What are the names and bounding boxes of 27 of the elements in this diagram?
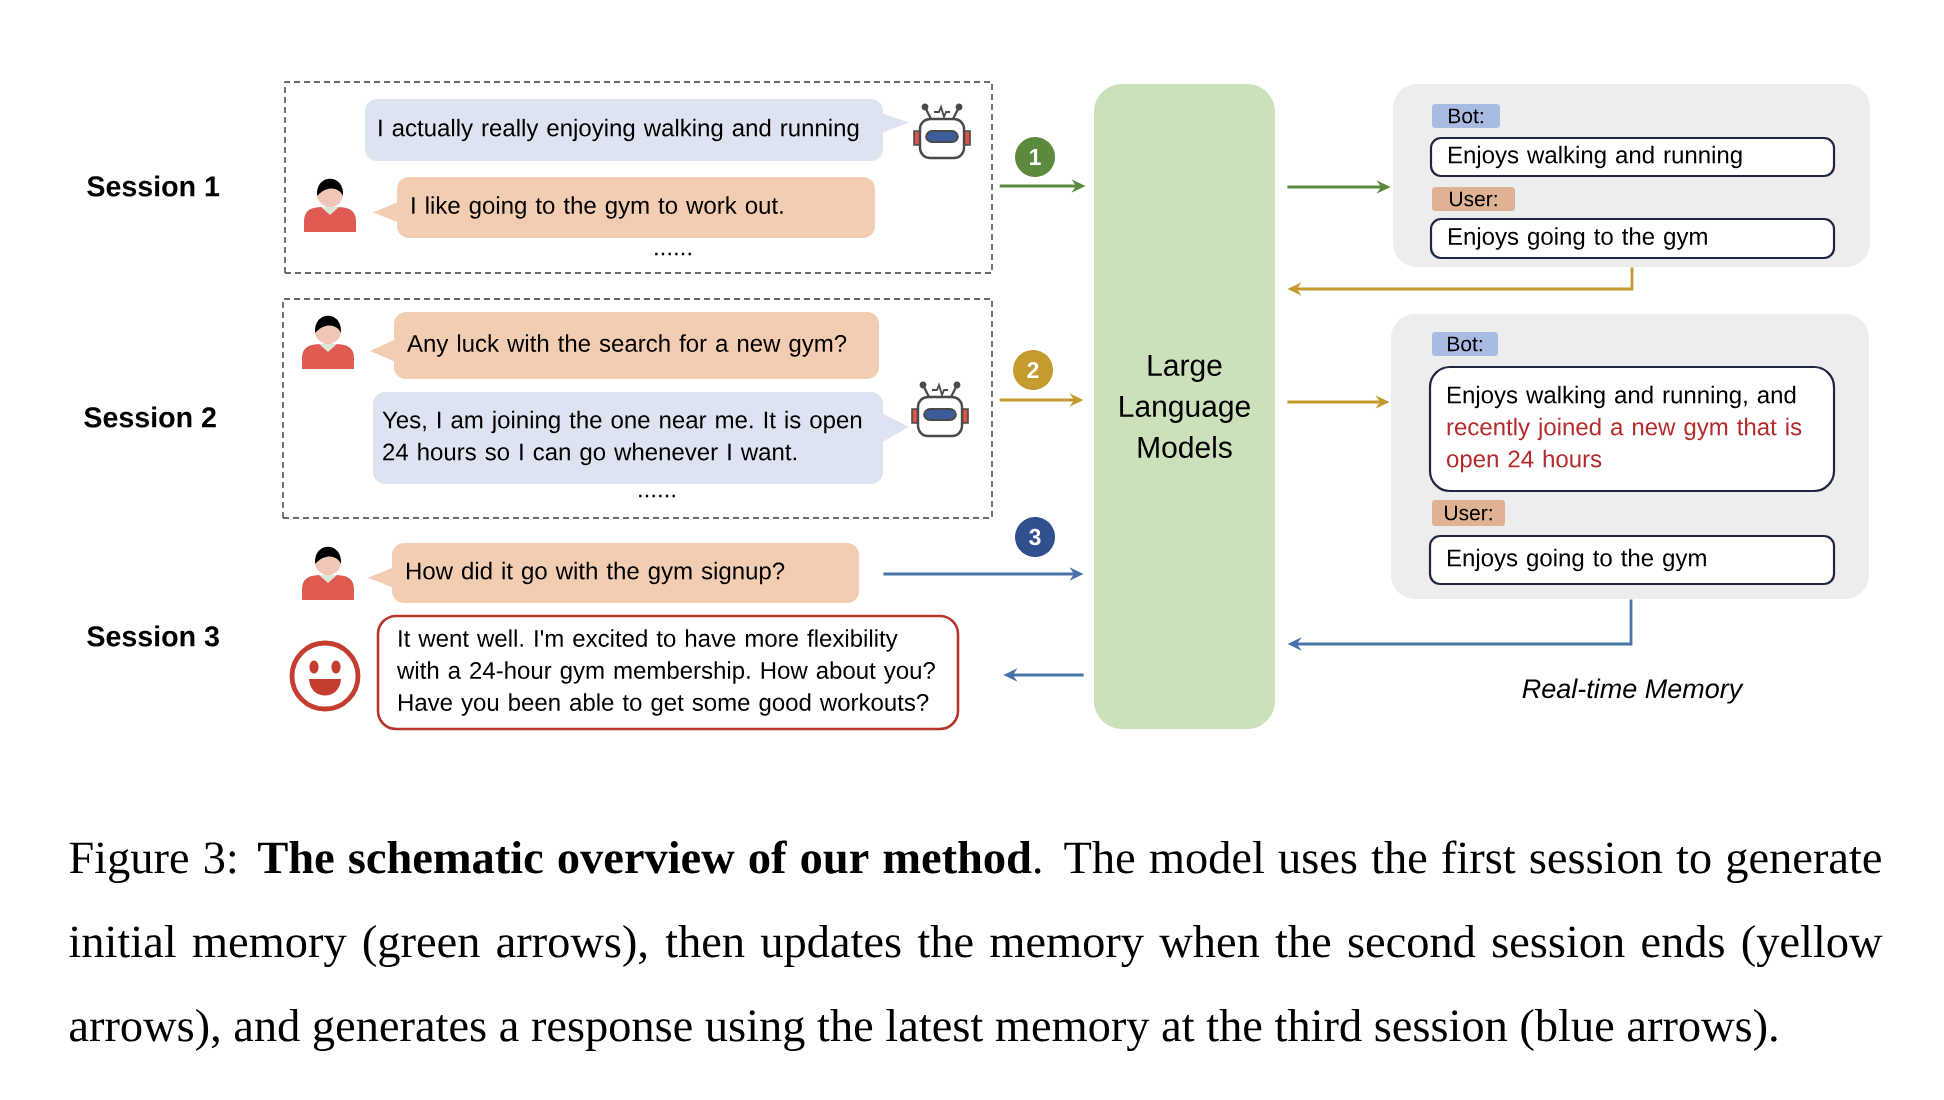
figure-caption: Figure 3: The schematic overview of our method. The model uses the first session to generate initial memory (green arrows), then updates the memory when the second session ends (yellow arrows), and generates a response using the latest memory at the third session (blue arrows).: [69, 840, 1883, 1052]
memory-text-box: Enjoys going to the gym: [1428, 534, 1836, 586]
speaker-tag: Bot:: [1432, 332, 1498, 356]
model-box: Large Language Models: [1094, 84, 1275, 729]
number-badge: 3: [1015, 517, 1055, 557]
number-badge: 2: [1013, 350, 1053, 390]
dashed-box: [282, 298, 993, 519]
number-badge: 1: [1015, 137, 1055, 177]
memory-text-box: Enjoys walking and running, and recently joined a new gym that is open 24 hours: [1428, 365, 1836, 493]
speech-bubble: I like going to the gym to work out.: [373, 177, 875, 238]
panel-caption: Real-time Memory: [1522, 678, 1744, 704]
session-label: Session 1: [87, 175, 220, 197]
speaker-tag: User:: [1432, 187, 1515, 211]
speech-bubble: Any luck with the search for a new gym?: [370, 312, 879, 379]
dashed-box: [284, 81, 993, 274]
speech-bubble: How did it go with the gym signup?: [368, 543, 859, 603]
response-box: It went well. I'm excited to have more flexibility with a 24-hour gym membership. How about you? Have you been able to get some good workouts?: [376, 614, 960, 731]
session-label: Session 2: [84, 406, 216, 428]
speaker-tag: User:: [1432, 500, 1505, 526]
session-label: Session 3: [87, 625, 219, 647]
speech-bubble: I actually really enjoying walking and running: [365, 99, 909, 161]
ellipsis: ......: [639, 494, 675, 498]
memory-text-box: Enjoys going to the gym: [1429, 217, 1836, 260]
speaker-tag: Bot:: [1432, 104, 1500, 128]
memory-text-box: Enjoys walking and running: [1429, 136, 1836, 178]
speech-bubble: Yes, I am joining the one near me. It is open 24 hours so I can go whenever I want.: [373, 392, 909, 484]
ellipsis: ......: [655, 252, 691, 256]
